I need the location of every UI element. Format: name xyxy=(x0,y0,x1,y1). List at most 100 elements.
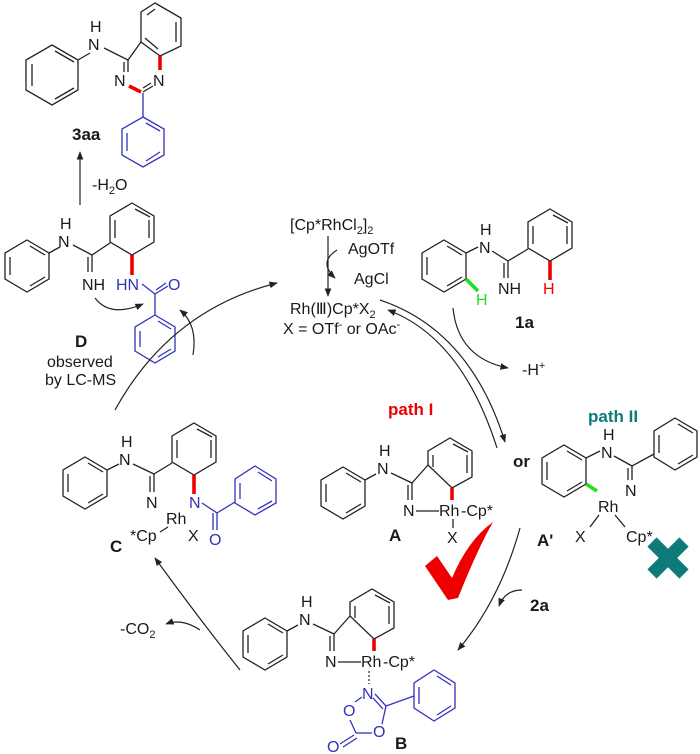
atom-amide-nh: HN xyxy=(116,277,139,294)
label-a: A xyxy=(389,526,401,545)
aryl-ring xyxy=(541,444,587,498)
x-definition: X = OTf- or OAc- xyxy=(283,319,400,338)
insertion-arrow xyxy=(457,527,521,651)
deprotonation-arrow xyxy=(452,307,509,370)
release-d-arrow xyxy=(179,309,195,356)
atom-h: H xyxy=(60,216,72,233)
atom-h: H xyxy=(121,434,133,451)
phenyl-ring xyxy=(4,239,50,293)
cyclization-arrow xyxy=(94,297,144,311)
atom-h-red: H xyxy=(543,281,555,298)
benzo-ring xyxy=(140,2,182,57)
cross-mark-icon xyxy=(647,537,689,579)
atom-x: X xyxy=(447,530,458,547)
atom-imine: NH xyxy=(82,277,105,294)
atom-n: N xyxy=(119,452,131,469)
phenyl-ring-blue xyxy=(134,314,176,364)
atom-h: H xyxy=(379,443,391,460)
atom-amide-n: N xyxy=(189,495,201,512)
label-a-prime: A' xyxy=(537,531,553,550)
catalyst-activation: [Cp*RhCl2]2 AgOTf AgCl Rh(Ⅲ)Cp*X2 X = OT… xyxy=(283,217,400,338)
lcms-note-line1: observed xyxy=(47,354,113,371)
label-b: B xyxy=(395,734,407,753)
atom-n: N xyxy=(58,234,70,251)
intermediate-a: N H N Rh -Cp* X A xyxy=(320,437,493,547)
atom-cp: -Cp* xyxy=(461,503,493,520)
aryl-ring xyxy=(349,588,395,640)
path-i-label: path I xyxy=(388,400,433,419)
atom-n: N xyxy=(625,483,637,500)
additive-agotf: AgOTf xyxy=(348,241,395,258)
aryl-ring xyxy=(109,202,155,256)
co2-loss-label: -CO2 xyxy=(120,621,155,641)
benzoyl-ring xyxy=(527,208,573,262)
forward-equilibrium-arrow xyxy=(379,299,506,443)
reagent-2a: 2a xyxy=(530,596,549,615)
atom-ring-n: N xyxy=(362,686,374,703)
proton-loss-label: -H+ xyxy=(522,360,545,379)
check-mark-icon xyxy=(425,522,493,600)
phenyl-ring xyxy=(25,44,79,106)
atom-h: H xyxy=(480,222,492,239)
atom-o: O xyxy=(327,739,339,754)
aniline-ring xyxy=(421,239,467,293)
decarboxylation-arrow xyxy=(154,557,241,671)
substrate-1a: H N H NH H 1a xyxy=(421,208,573,332)
catalyst-precursor: [Cp*RhCl2]2 xyxy=(290,217,373,237)
atom-o: O xyxy=(373,724,385,741)
phenyl-ring-blue xyxy=(234,465,277,516)
atom-n: N xyxy=(114,73,126,90)
intermediate-a-prime: N H N Rh X Cp* A' xyxy=(537,417,698,550)
phenyl-ring xyxy=(653,417,698,471)
atom-h: H xyxy=(603,427,615,444)
intermediate-d: N H NH HN O D observed by LC-MS xyxy=(4,202,180,389)
atom-cp: *Cp xyxy=(130,528,157,545)
intermediate-c: N H N Rh N O *Cp X C xyxy=(62,422,277,556)
co2-release-arrow xyxy=(165,618,201,631)
atom-o: O xyxy=(209,532,221,549)
atom-x: X xyxy=(575,529,586,546)
atom-cp: -Cp* xyxy=(383,654,415,671)
regeneration-arrow xyxy=(114,281,278,411)
label-c: C xyxy=(110,537,122,556)
atom-cp: Cp* xyxy=(626,529,653,546)
label-3aa: 3aa xyxy=(72,125,101,144)
atom-x: X xyxy=(188,528,199,545)
atom-rh: Rh xyxy=(361,654,381,671)
reagent-entry-arrow xyxy=(498,589,523,607)
water-loss-label: -H2O xyxy=(92,177,127,197)
atom-n: N xyxy=(153,73,165,90)
atom-rh: Rh xyxy=(439,503,459,520)
atom-rh: Rh xyxy=(166,511,186,528)
byproduct-agcl: AgCl xyxy=(354,271,389,288)
atom-h-green: H xyxy=(476,292,488,309)
label-d: D xyxy=(75,332,87,351)
path-ii-label: path II xyxy=(588,407,638,426)
lcms-note-line2: by LC-MS xyxy=(45,372,116,389)
atom-n: N xyxy=(325,654,337,671)
atom-h: H xyxy=(301,594,313,611)
atom-rh: Rh xyxy=(598,499,618,516)
atom-o: O xyxy=(168,277,180,294)
phenyl-ring xyxy=(242,617,288,671)
atom-o: O xyxy=(343,703,355,720)
atom-n: N xyxy=(403,503,415,520)
atom-n: N xyxy=(479,240,491,257)
aryl-ring xyxy=(427,437,473,489)
product-3aa: N H N N 3aa xyxy=(25,2,182,168)
phenyl-ring-blue xyxy=(413,669,456,722)
intermediate-b: N H N Rh -Cp* N O O O xyxy=(242,588,456,754)
silver-exchange-arrow xyxy=(326,249,338,279)
label-1a: 1a xyxy=(515,313,534,332)
atom-n: N xyxy=(88,37,100,54)
atom-n: N xyxy=(377,461,389,478)
atom-n: N xyxy=(146,495,158,512)
atom-imine: NH xyxy=(498,281,521,298)
phenyl-ring-blue xyxy=(121,116,165,168)
or-label: or xyxy=(513,452,530,471)
atom-n: N xyxy=(299,612,311,629)
reverse-equilibrium-arrow xyxy=(387,309,498,449)
atom-n: N xyxy=(601,445,613,462)
phenyl-ring xyxy=(320,466,366,520)
